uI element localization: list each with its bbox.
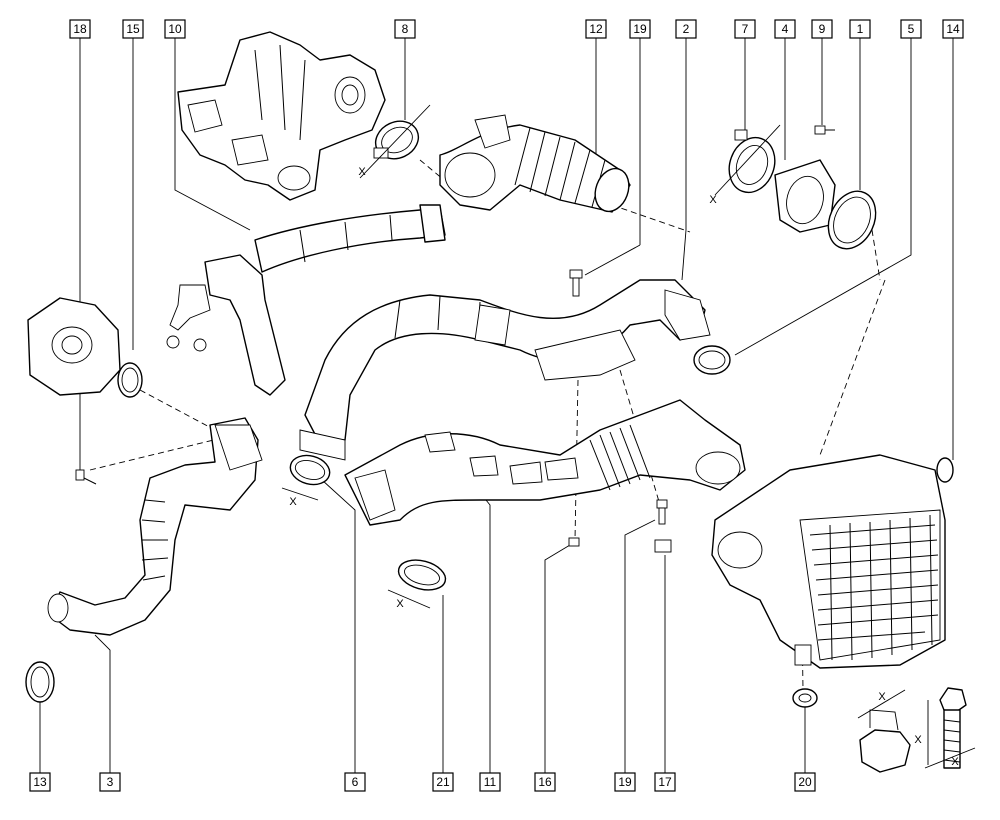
svg-text:19: 19 [618, 775, 632, 789]
dimension-label-x: X [914, 734, 922, 746]
callout-14: 14 [942, 19, 964, 39]
svg-text:9: 9 [819, 22, 826, 36]
callout-6: 6 [344, 772, 366, 792]
svg-text:19: 19 [633, 22, 647, 36]
callout-19-top: 19 [629, 19, 651, 39]
callout-5: 5 [900, 19, 922, 39]
callout-2: 2 [675, 19, 697, 39]
svg-text:5: 5 [908, 22, 915, 36]
svg-text:15: 15 [126, 22, 140, 36]
dimension-marks: X X X X X X X [281, 104, 976, 769]
callout-7: 7 [734, 19, 756, 39]
callout-12: 12 [585, 19, 607, 39]
svg-text:13: 13 [33, 775, 47, 789]
callout-10: 10 [164, 19, 186, 39]
callout-18: 18 [69, 19, 91, 39]
o-ring-1 [827, 190, 877, 250]
charge-air-pipe-lower [344, 399, 746, 526]
dimension-label-x: X [709, 194, 717, 206]
pipe-3 [47, 417, 263, 636]
dimension-label-x: X [878, 691, 886, 703]
dimension-label-x: X [396, 598, 404, 610]
o-ring-15 [117, 362, 143, 398]
grommet-14 [936, 457, 954, 483]
callout-4: 4 [774, 19, 796, 39]
nut-detail [859, 709, 911, 773]
svg-text:17: 17 [658, 775, 672, 789]
clip-17 [654, 539, 672, 553]
dimension-label-x: X [289, 496, 297, 508]
svg-text:8: 8 [402, 22, 409, 36]
callout-1: 1 [849, 19, 871, 39]
air-intake-hose [439, 114, 631, 213]
svg-text:7: 7 [742, 22, 749, 36]
callout-21: 21 [432, 772, 454, 792]
bolt-19-top [569, 269, 583, 297]
intercooler-grid [809, 514, 939, 661]
throttle-body [27, 297, 121, 396]
callout-13: 13 [29, 772, 51, 792]
grommet-20 [792, 688, 818, 708]
o-ring-13 [25, 661, 55, 703]
callout-11: 11 [479, 772, 501, 792]
callout-15: 15 [122, 19, 144, 39]
svg-text:20: 20 [798, 775, 812, 789]
dimension-label-x: X [358, 166, 366, 178]
nut-16 [568, 537, 580, 547]
svg-text:14: 14 [946, 22, 960, 36]
dimension-label-x: X [951, 756, 959, 768]
svg-text:3: 3 [107, 775, 114, 789]
intercooler [711, 454, 946, 669]
o-ring-6 [289, 454, 331, 486]
svg-text:1: 1 [857, 22, 864, 36]
turbo-pipe-upper [166, 204, 446, 396]
flange-adapter [774, 159, 836, 233]
o-ring-21 [397, 559, 447, 591]
screw-9 [814, 125, 835, 135]
svg-text:11: 11 [484, 775, 497, 789]
svg-text:18: 18 [73, 22, 87, 36]
svg-text:12: 12 [589, 22, 603, 36]
svg-text:4: 4 [782, 22, 789, 36]
callout-17: 17 [654, 772, 676, 792]
callout-8: 8 [394, 19, 416, 39]
leader-lines [39, 36, 954, 776]
svg-text:21: 21 [436, 775, 450, 789]
callout-3: 3 [99, 772, 121, 792]
callout-20: 20 [794, 772, 816, 792]
callout-19-bottom: 19 [614, 772, 636, 792]
screw-18 [75, 469, 97, 485]
svg-text:10: 10 [168, 22, 182, 36]
turbocharger [177, 31, 386, 201]
clamp-7 [728, 129, 776, 194]
bolt-detail [939, 687, 967, 769]
bolt-19-bottom [656, 499, 668, 525]
svg-text:6: 6 [352, 775, 359, 789]
svg-text:2: 2 [683, 22, 690, 36]
callout-9: 9 [811, 19, 833, 39]
o-ring-5 [693, 345, 731, 375]
charge-air-pipe-main [299, 279, 711, 461]
callout-16: 16 [534, 772, 556, 792]
svg-text:16: 16 [538, 775, 552, 789]
